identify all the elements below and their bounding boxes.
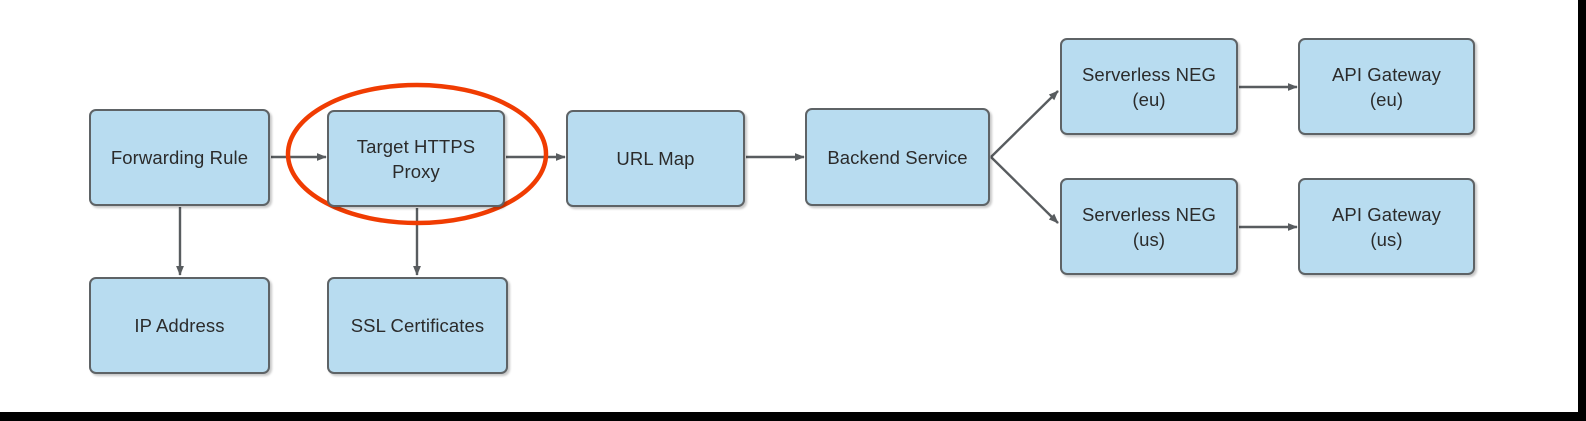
node-serverless-neg-us[interactable]: Serverless NEG (us) bbox=[1060, 178, 1238, 275]
node-target-https-proxy[interactable]: Target HTTPS Proxy bbox=[327, 110, 505, 207]
node-forwarding-rule[interactable]: Forwarding Rule bbox=[89, 109, 270, 206]
edge-backend-service-to-serverless-neg-us bbox=[990, 156, 1059, 224]
bottom-border-bar bbox=[0, 412, 1586, 421]
target-https-proxy-highlight-ellipse bbox=[285, 82, 549, 226]
node-ssl-certificates[interactable]: SSL Certificates bbox=[327, 277, 508, 374]
node-ip-address[interactable]: IP Address bbox=[89, 277, 270, 374]
right-border-bar bbox=[1578, 0, 1586, 421]
node-api-gateway-eu[interactable]: API Gateway (eu) bbox=[1298, 38, 1475, 135]
node-url-map[interactable]: URL Map bbox=[566, 110, 745, 207]
node-backend-service[interactable]: Backend Service bbox=[805, 108, 990, 206]
node-serverless-neg-eu[interactable]: Serverless NEG (eu) bbox=[1060, 38, 1238, 135]
node-api-gateway-us[interactable]: API Gateway (us) bbox=[1298, 178, 1475, 275]
edge-backend-service-to-serverless-neg-eu bbox=[990, 90, 1059, 158]
